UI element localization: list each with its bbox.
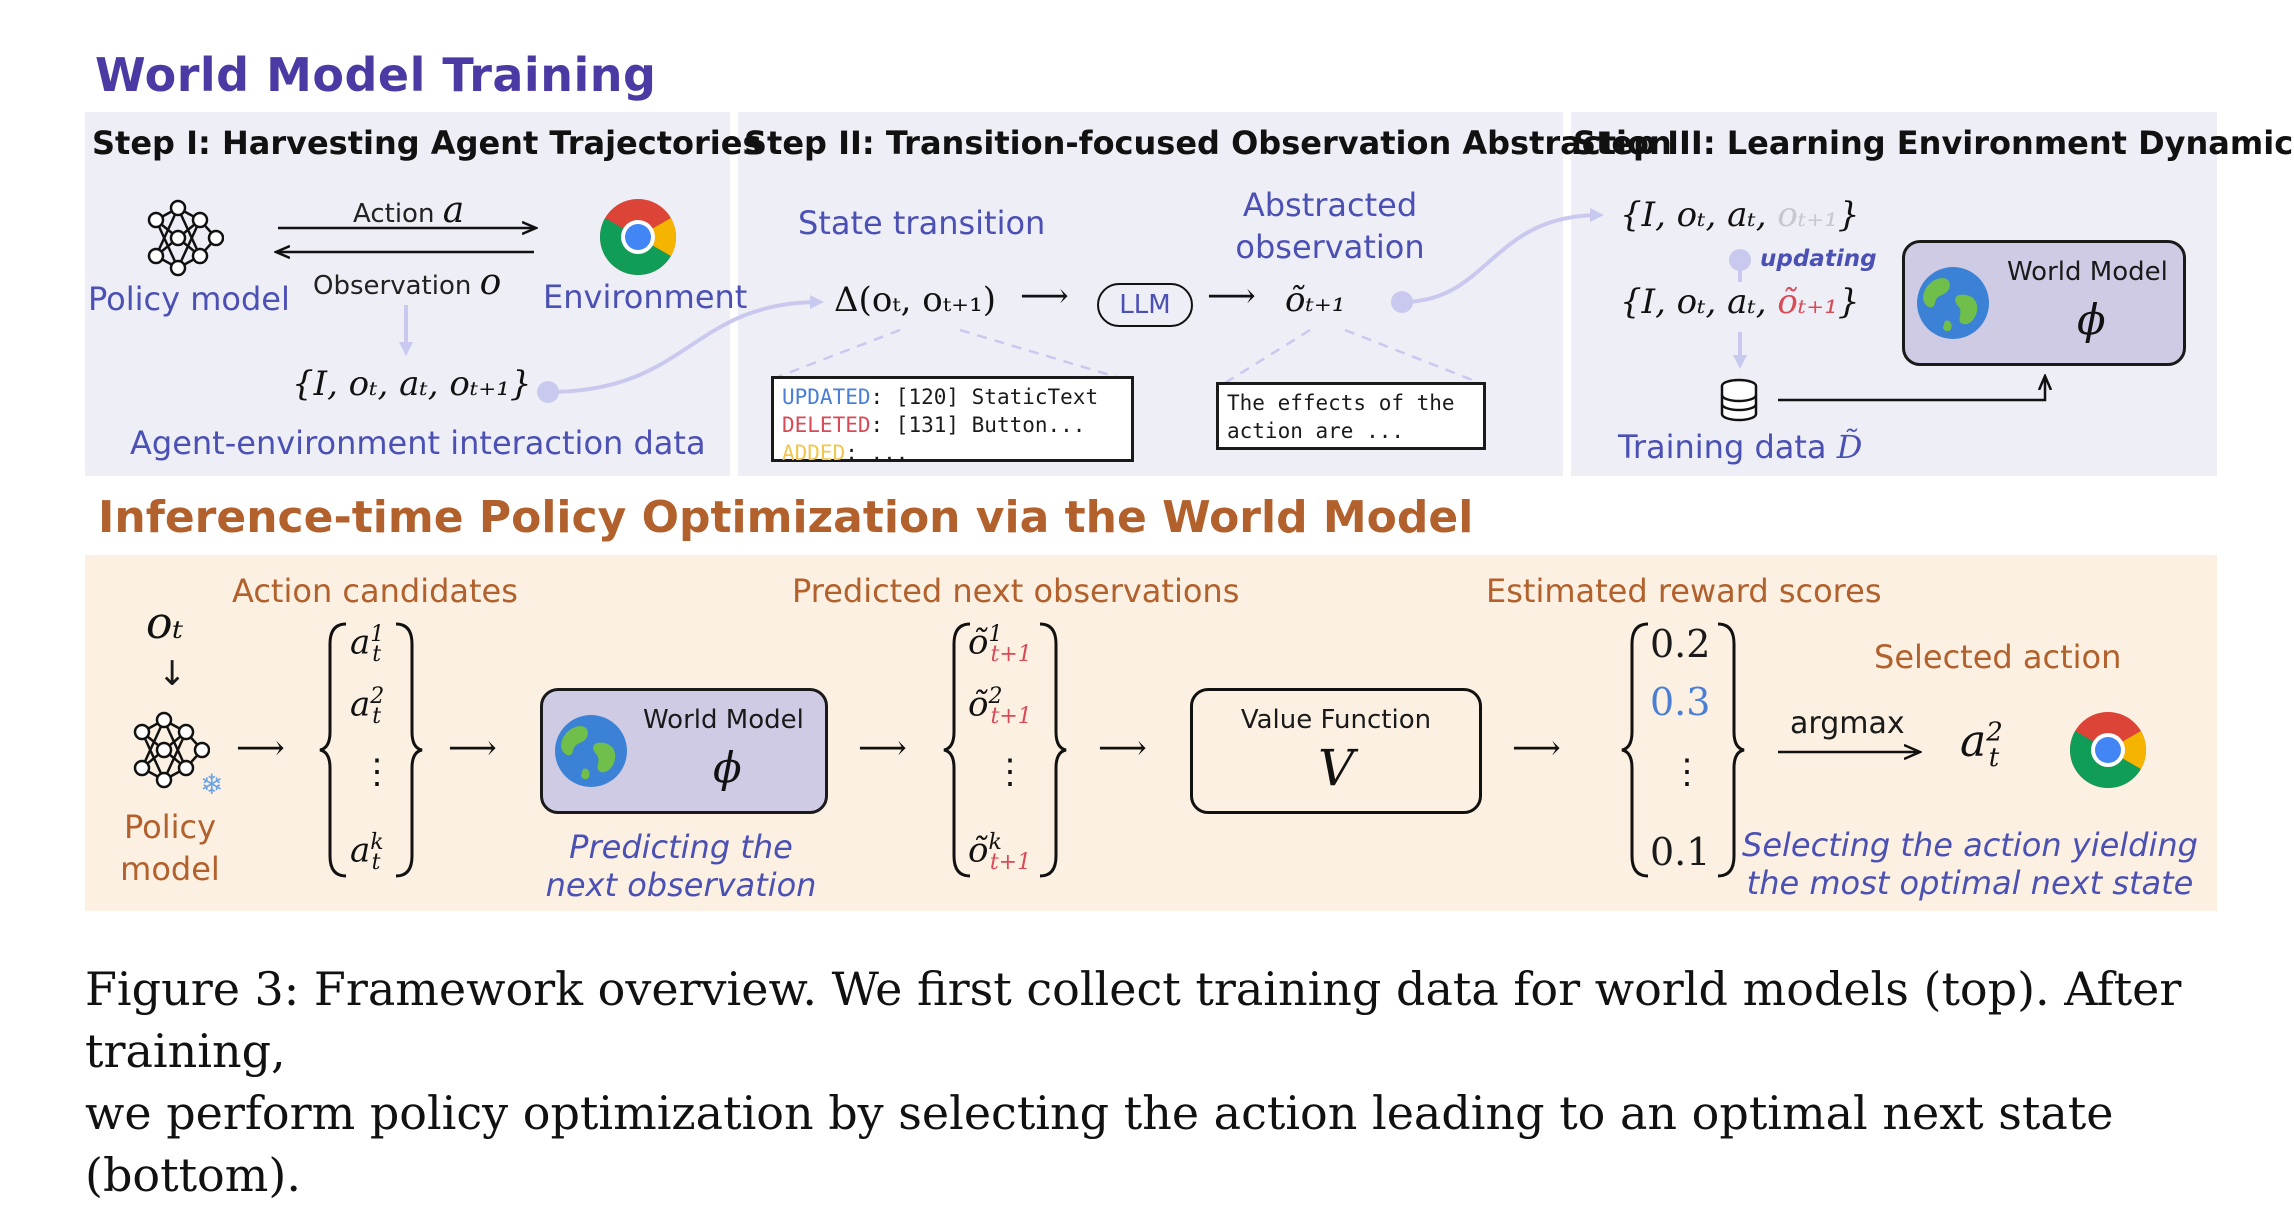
arrow-wm-to-predictions: ⟶	[858, 728, 907, 768]
step3-title: Step III: Learning Environment Dynamics	[1573, 124, 2294, 162]
policy-model-label: Policy model	[88, 280, 290, 318]
prediction-2: õ2t+1	[968, 684, 1032, 730]
arrow-predictions-to-value: ⟶	[1098, 728, 1147, 768]
bottom-section-title: Inference-time Policy Optimization via t…	[98, 492, 1474, 543]
reward-k: 0.1	[1650, 830, 1711, 874]
bottom-connectors	[1778, 0, 2294, 1150]
state-transition-label: State transition	[798, 204, 1046, 242]
selected-action: a2t	[1960, 716, 2003, 773]
candidates-vdots: ⋮	[360, 752, 394, 792]
updating-label: updating	[1760, 246, 1877, 272]
policy-network-icon	[147, 199, 224, 277]
abstracted-text-box: The effects of the action are ...	[1216, 382, 1486, 450]
arrow-from-llm: ⟶	[1207, 276, 1256, 316]
world-model-box-bottom: World Model ϕ	[540, 688, 828, 814]
abstracted-obs-symbol: õₜ₊₁	[1285, 280, 1346, 320]
arrow-candidates-to-wm: ⟶	[448, 728, 497, 768]
step1-panel	[85, 112, 730, 476]
globe-icon	[1917, 267, 1989, 339]
predicted-next-label: Predicted next observations	[792, 572, 1240, 610]
policy-network-icon-bottom	[133, 711, 210, 789]
world-model-label-top: World Model	[2007, 257, 2168, 287]
snowflake-icon: ❄	[200, 768, 224, 801]
top-connectors	[0, 208, 2294, 403]
value-function-box: Value Function V	[1190, 688, 1482, 814]
transition-diff-box: UPDATED: [120] StaticText DELETED: [131]…	[771, 376, 1134, 465]
selected-action-label: Selected action	[1874, 638, 2122, 676]
tuple-after: {I, oₜ, aₜ, õₜ₊₁}	[1620, 282, 1860, 322]
llm-box: LLM	[1097, 283, 1193, 327]
phi-symbol-top: ϕ	[2077, 295, 2106, 344]
top-section-title: World Model Training	[95, 48, 657, 102]
tuple-before: {I, oₜ, aₜ, oₜ₊₁}	[1620, 195, 1860, 235]
inference-panel	[85, 555, 2217, 911]
argmax-label: argmax	[1790, 706, 1905, 741]
candidate-k: akt	[350, 830, 384, 876]
database-icon	[1720, 378, 1758, 422]
prediction-k: õkt+1	[968, 830, 1032, 876]
rewards-vdots: ⋮	[1670, 752, 1704, 792]
arrow-to-llm: ⟶	[1020, 276, 1069, 316]
action-label: Action a	[353, 190, 465, 231]
interaction-tuple: {I, oₜ, aₜ, oₜ₊₁}	[292, 364, 532, 404]
value-symbol: V	[1317, 739, 1355, 797]
down-arrow: ↓	[158, 654, 187, 694]
candidate-2: a2t	[350, 684, 385, 730]
world-model-box-top: World Model ϕ	[1902, 240, 2186, 366]
predictions-brace	[943, 622, 1067, 878]
observation-label: Observation o	[313, 262, 502, 303]
reward-1: 0.2	[1650, 622, 1711, 666]
delta-expression: Δ(oₜ, oₜ₊₁)	[834, 280, 996, 320]
value-function-label: Value Function	[1240, 705, 1432, 735]
estimated-reward-label: Estimated reward scores	[1486, 572, 1882, 610]
phi-symbol-bottom: ϕ	[713, 743, 742, 792]
arrow-policy-to-candidates: ⟶	[236, 728, 285, 768]
figure-caption: Figure 3: Framework overview. We first c…	[85, 962, 2182, 1202]
chrome-icon	[600, 199, 676, 275]
step2-title: Step II: Transition-focused Observation …	[744, 124, 1672, 162]
current-observation: oₜ	[146, 598, 184, 649]
candidates-brace	[319, 622, 423, 878]
chrome-icon-bottom	[2070, 712, 2146, 788]
action-candidates-label: Action candidates	[232, 572, 518, 610]
training-data-label: Training data D̃	[1618, 428, 1863, 466]
environment-label: Environment	[543, 278, 748, 316]
reward-2: 0.3	[1650, 680, 1711, 724]
prediction-1: õ1t+1	[968, 622, 1032, 668]
candidate-1: a1t	[350, 622, 385, 668]
step1-title: Step I: Harvesting Agent Trajectories	[92, 124, 762, 162]
globe-icon-bottom	[555, 715, 627, 787]
world-model-label-bottom: World Model	[643, 705, 804, 735]
arrow-value-to-rewards: ⟶	[1512, 728, 1561, 768]
rewards-brace	[1621, 622, 1745, 878]
predictions-vdots: ⋮	[993, 752, 1027, 792]
interaction-data-label: Agent-environment interaction data	[130, 424, 706, 462]
